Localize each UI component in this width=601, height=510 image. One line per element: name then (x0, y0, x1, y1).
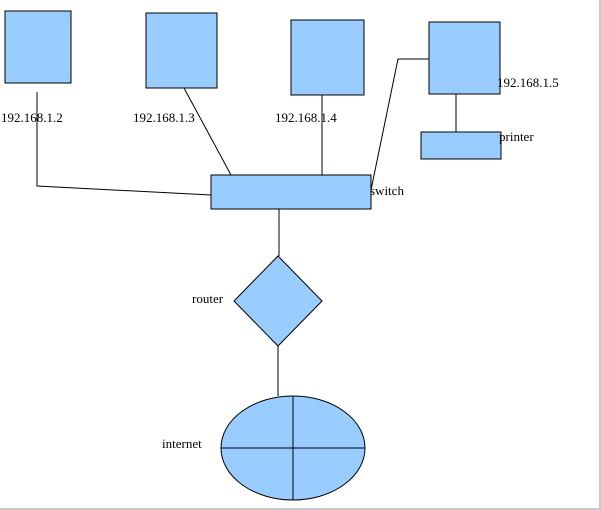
label-pc3-ip: 192.168.1.4 (275, 110, 337, 125)
internet-node[interactable] (220, 395, 366, 501)
link-pc2-switch (183, 87, 232, 176)
router-node[interactable] (233, 255, 323, 347)
printer-node[interactable] (420, 131, 502, 160)
label-pc1-ip: 192.168.1.2 (1, 110, 63, 125)
frame-border-right (599, 0, 601, 510)
label-router: router (192, 291, 224, 306)
computer-node-1[interactable] (4, 10, 72, 84)
computer-node-2[interactable] (145, 12, 218, 89)
switch-node[interactable] (210, 174, 372, 210)
label-printer: printer (499, 129, 534, 144)
label-internet: internet (162, 436, 202, 451)
computer-node-4[interactable] (428, 21, 501, 95)
link-pc4-switch (370, 58, 429, 191)
link-pc1-switch (36, 92, 212, 196)
label-pc2-ip: 192.168.1.3 (133, 110, 195, 125)
frame-border-bottom (0, 508, 601, 510)
label-pc4-ip: 192.168.1.5 (497, 75, 559, 90)
computer-node-3[interactable] (290, 19, 365, 96)
label-switch: switch (370, 183, 404, 198)
connections (36, 58, 457, 396)
